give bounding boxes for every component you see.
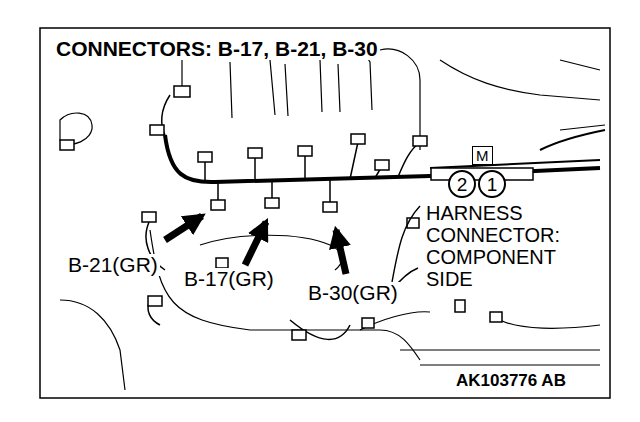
frame — [40, 28, 610, 398]
leader-lines — [392, 206, 420, 290]
pointer-arrows — [165, 216, 346, 274]
figure-code: AK103776 AB — [454, 372, 568, 390]
figure-title: CONNECTORS: B-17, B-21, B-30 — [54, 38, 380, 60]
connector-label: B-17(GR) — [182, 268, 276, 290]
connector-label: B-30(GR) — [306, 282, 400, 304]
harness-connector: M21 — [430, 146, 534, 202]
connector-code: M — [472, 146, 493, 165]
connector-label: B-21(GR) — [66, 254, 160, 276]
wiring-harness — [146, 60, 605, 339]
pin-number: 2 — [457, 175, 468, 194]
pin-number: 1 — [487, 175, 498, 194]
note-label: HARNESS CONNECTOR: COMPONENT SIDE — [424, 202, 562, 290]
pin-circle: 2 — [448, 170, 476, 198]
engine-outline — [60, 45, 605, 390]
pin-circle: 1 — [478, 170, 506, 198]
